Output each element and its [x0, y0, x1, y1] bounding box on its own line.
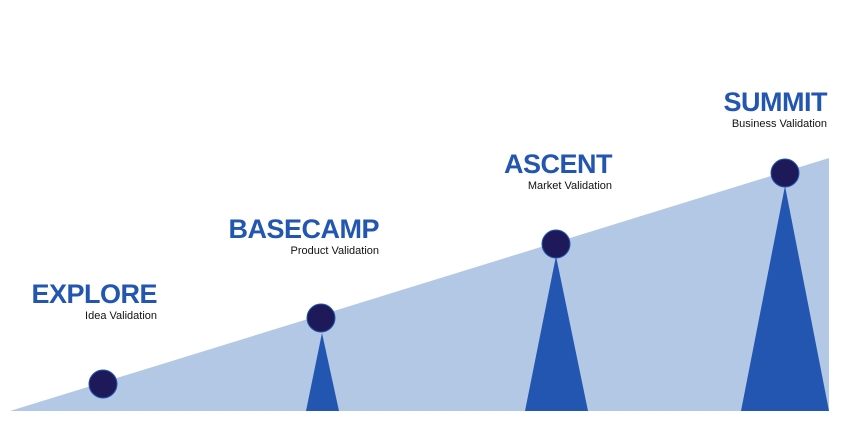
- stage-summit: SUMMIT Business Validation: [723, 87, 828, 131]
- peak-basecamp: [306, 333, 339, 411]
- stage-explore: EXPLORE Idea Validation: [31, 279, 157, 323]
- stage-subtitle: Market Validation: [527, 180, 612, 192]
- marker-ascent: [541, 229, 571, 259]
- stage-subtitle: Product Validation: [290, 245, 379, 257]
- stage-title: ASCENT: [503, 149, 613, 179]
- stage-title: SUMMIT: [723, 87, 828, 117]
- peak-ascent: [525, 256, 588, 411]
- stage-ascent: ASCENT Market Validation: [503, 149, 613, 193]
- stage-title: BASECAMP: [228, 214, 379, 244]
- marker-explore: [88, 369, 118, 399]
- stage-title: EXPLORE: [31, 279, 157, 309]
- peak-summit: [741, 186, 829, 411]
- stage-subtitle: Business Validation: [731, 118, 827, 130]
- stage-subtitle: Idea Validation: [85, 310, 157, 322]
- slope: [10, 158, 829, 411]
- stage-basecamp: BASECAMP Product Validation: [228, 214, 379, 258]
- marker-summit: [770, 158, 800, 188]
- marker-basecamp: [306, 303, 336, 333]
